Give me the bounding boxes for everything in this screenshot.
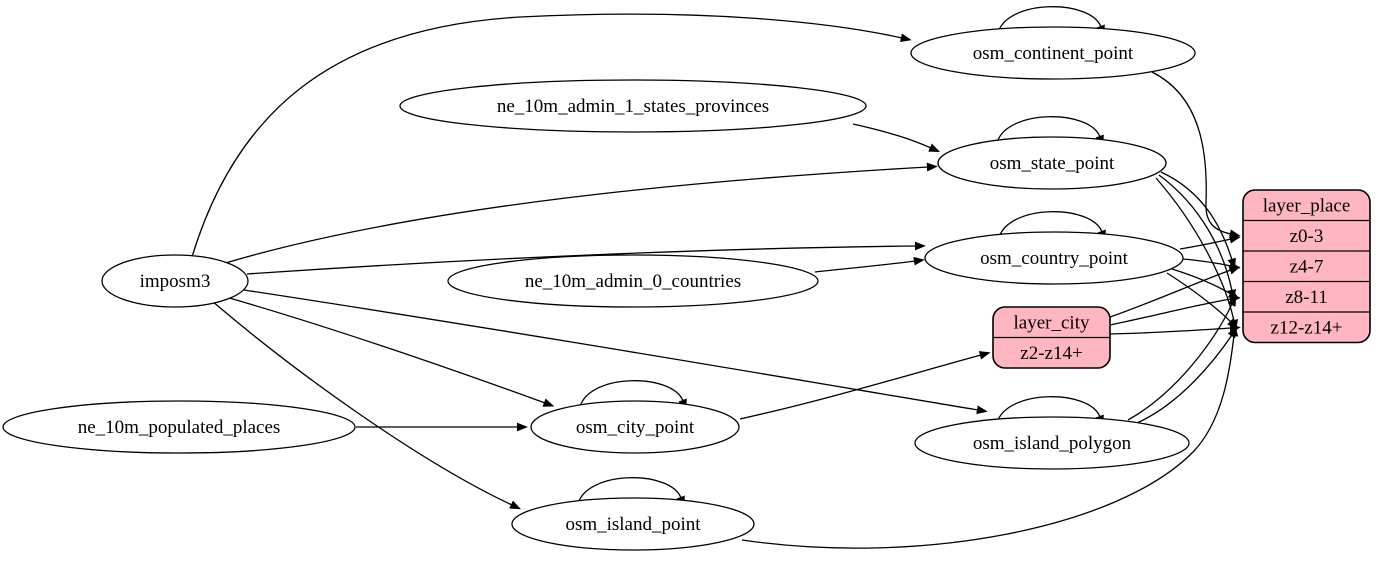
table-node-osm_continent_point: osm_continent_point bbox=[910, 26, 1196, 80]
table-node-imposm3: imposm3 bbox=[101, 254, 249, 308]
node-ellipse bbox=[447, 254, 819, 308]
edge-osm_island_polygon-to-layer_place-row3 bbox=[1136, 326, 1238, 424]
edge-osm_state_point-to-layer_place-row2 bbox=[1158, 174, 1237, 301]
edge-imposm3-to-osm_continent_point bbox=[191, 13, 912, 258]
edge-imposm3-to-osm_island_point bbox=[211, 300, 521, 510]
edge-layer_city-to-layer_place-row3 bbox=[1109, 323, 1241, 335]
node-ellipse bbox=[511, 497, 755, 551]
table-node-ne_10m_populated_places: ne_10m_populated_places bbox=[2, 400, 356, 454]
node-label: ne_10m_populated_places bbox=[78, 417, 281, 438]
record-zoom-row: z2-z14+ bbox=[1020, 343, 1082, 364]
node-ellipse bbox=[910, 26, 1196, 80]
edge-osm_island_polygon-to-layer_place-row2 bbox=[1127, 295, 1237, 421]
node-label: osm_city_point bbox=[576, 417, 695, 438]
edge-imposm3-to-osm_state_point bbox=[221, 162, 938, 265]
selfloop-osm_continent_point bbox=[997, 6, 1105, 37]
edge-osm_country_point-to-layer_place-row3 bbox=[1166, 272, 1239, 329]
table-node-osm_island_point: osm_island_point bbox=[511, 497, 755, 551]
node-ellipse bbox=[924, 231, 1184, 285]
edge-imposm3-to-osm_country_point bbox=[246, 241, 926, 275]
record-title: layer_city bbox=[1014, 312, 1090, 333]
edge-imposm3-to-osm_city_point bbox=[225, 296, 555, 407]
node-label: osm_island_point bbox=[565, 514, 701, 535]
layer-record-layer_place: layer_place z0-3 z4-7 z8-11 z12-z14+ bbox=[1242, 189, 1371, 344]
table-node-osm_country_point: osm_country_point bbox=[924, 231, 1184, 285]
edge-osm_country_point-to-layer_place-row0 bbox=[1179, 234, 1241, 250]
node-label: osm_island_polygon bbox=[973, 433, 1132, 454]
node-label: ne_10m_admin_1_states_provinces bbox=[497, 96, 769, 117]
selfloop-osm_country_point bbox=[998, 211, 1106, 242]
node-ellipse bbox=[101, 254, 249, 308]
edge-ne_10m_admin_0_countries-to-osm_country_point bbox=[814, 256, 925, 273]
edge-layer_city-to-layer_place-row2 bbox=[1109, 294, 1241, 326]
table-node-osm_state_point: osm_state_point bbox=[937, 136, 1167, 190]
edge-osm_island_point-to-layer_place-row3 bbox=[741, 325, 1239, 549]
node-ellipse bbox=[914, 416, 1190, 470]
record-zoom-row: z12-z14+ bbox=[1271, 317, 1343, 338]
table-node-osm_island_polygon: osm_island_polygon bbox=[914, 416, 1190, 470]
selfloop-osm_island_polygon bbox=[996, 396, 1104, 427]
node-label: osm_state_point bbox=[990, 153, 1115, 174]
edge-osm_continent_point-to-layer_place-row0 bbox=[1151, 71, 1241, 239]
node-label: osm_country_point bbox=[980, 248, 1128, 269]
node-label: ne_10m_admin_0_countries bbox=[525, 271, 741, 292]
node-label: osm_continent_point bbox=[973, 43, 1134, 64]
record-zoom-row: z4-7 bbox=[1290, 256, 1324, 277]
node-label: imposm3 bbox=[140, 271, 211, 292]
record-box bbox=[1242, 189, 1371, 344]
edge-osm_country_point-to-layer_place-row2 bbox=[1171, 268, 1240, 299]
node-ellipse bbox=[2, 400, 356, 454]
edge-osm_city_point-to-layer_city-row0 bbox=[739, 351, 991, 420]
table-node-osm_city_point: osm_city_point bbox=[530, 400, 740, 454]
edge-imposm3-to-osm_island_polygon bbox=[243, 289, 988, 415]
record-title: layer_place bbox=[1263, 195, 1351, 216]
table-node-ne_10m_admin_0_countries: ne_10m_admin_0_countries bbox=[447, 254, 819, 308]
edge-layer_city-to-layer_place-row1 bbox=[1109, 266, 1241, 318]
record-zoom-row: z0-3 bbox=[1290, 226, 1324, 247]
selfloop-osm_island_point bbox=[577, 477, 685, 508]
selfloop-osm_city_point bbox=[579, 380, 687, 411]
edge-osm_state_point-to-layer_place-row1 bbox=[1160, 171, 1236, 270]
node-ellipse bbox=[399, 79, 867, 133]
node-ellipse bbox=[937, 136, 1167, 190]
selfloop-osm_state_point bbox=[996, 116, 1104, 147]
table-node-ne_10m_admin_1_states_provinces: ne_10m_admin_1_states_provinces bbox=[399, 79, 867, 133]
node-ellipse bbox=[530, 400, 740, 454]
layer-record-layer_city: layer_city z2-z14+ bbox=[992, 306, 1111, 369]
record-zoom-row: z8-11 bbox=[1285, 287, 1328, 308]
edge-ne_10m_admin_1_states_provinces-to-osm_state_point bbox=[852, 123, 941, 153]
